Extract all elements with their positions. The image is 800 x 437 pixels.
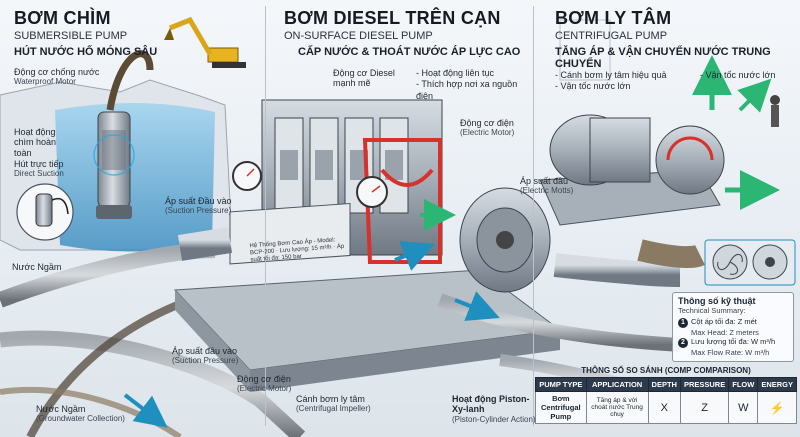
center-subtitle: ON-SURFACE DIESEL PUMP: [284, 30, 433, 42]
comparison-header-row: PUMP TYPE APPLICATION DEPTH PRESSURE FLO…: [535, 377, 797, 392]
impeller-en: (Centrifugal Impeller): [296, 404, 371, 414]
water-pit: [55, 102, 215, 252]
direct-suction-label: Hút trực tiếp Direct Suction: [14, 159, 94, 179]
section-divider: [533, 6, 534, 426]
left-lead: HÚT NƯỚC HỐ MÓNG SÂU: [14, 46, 158, 58]
right-motor-en: (Electric Motts): [520, 186, 574, 196]
diesel-bullet-2: - Thích hợp nơi xa nguồn điện: [416, 79, 518, 101]
left-subtitle: SUBMERSIBLE PUMP: [14, 30, 128, 42]
cell-flow: W: [728, 391, 759, 424]
pressure-gauge-icon: [232, 161, 388, 208]
diesel-engine-label: Động cơ Diesel mạnh mẽ: [333, 68, 395, 89]
col-pump-type: PUMP TYPE: [535, 377, 587, 392]
submersible-pump-icon: [93, 50, 154, 219]
groundwater-label-left: Nước Ngầm: [12, 262, 62, 272]
direct-suction-en: Direct Suction: [14, 169, 64, 179]
electric-motor-top-vi: Động cơ điện: [460, 118, 514, 128]
suction-bot-vi: Áp suất đầu vào: [172, 346, 238, 356]
waterproof-motor-vi: Động cơ chống nước: [14, 67, 100, 77]
center-title: BƠM DIESEL TRÊN CẠN: [284, 8, 501, 28]
tech-title: Thông số kỹ thuật: [678, 296, 756, 306]
suction-pressure-label-bottom: Áp suất đầu vào (Suction Pressure): [172, 346, 264, 366]
table-row: Bơm Centrifugal Pump Tăng áp & vời choát…: [535, 391, 797, 424]
energy-icon: ⚡: [757, 391, 797, 424]
waterproof-motor-en: Waterproof Motor: [14, 77, 76, 87]
suction-top-en: (Suction Pressure): [165, 206, 232, 216]
tech-item-2-vi: Lưu lượng tối đa: W m³/h: [691, 337, 776, 346]
cell-pressure: Z: [679, 391, 730, 424]
excavator-icon: [164, 16, 246, 68]
electric-motor-top-en: (Electric Motor): [460, 128, 515, 138]
groundwater-label-bottom: Nước Ngầm (Groundwater Collection): [36, 404, 136, 424]
cell-pump-type: Bơm Centrifugal Pump: [535, 391, 587, 424]
tech-title-en: Technical Summary:: [678, 306, 746, 315]
tech-item-2-en: Max Flow Rate: W m³/h: [691, 348, 770, 357]
submerged-label: Hoạt động chìm hoàn toàn: [14, 127, 57, 158]
electric-motor-label-bottom: Động cơ điện (Electric Motor): [237, 374, 317, 394]
cell-depth: X: [647, 391, 681, 424]
worker-icon: [770, 95, 780, 127]
centrifugal-bullet-1: - Cánh bơm ly tâm hiệu quả: [555, 70, 667, 80]
section-divider: [265, 6, 266, 426]
comparison-title: THÔNG SỐ SO SÁNH (COMP COMPARISON): [581, 366, 751, 375]
impeller-icon: [712, 244, 788, 280]
col-flow: FLOW: [728, 377, 759, 392]
right-title: BƠM LY TÂM: [555, 8, 672, 28]
right-subtitle: CENTRIFUGAL PUMP: [555, 30, 668, 42]
tech-item-2-number: 2: [678, 338, 688, 348]
center-lead: CẤP NƯỚC & THOÁT NƯỚC ÁP LỰC CAO: [298, 46, 521, 58]
right-lead: TĂNG ÁP & VẬN CHUYỂN NƯỚC TRUNG CHUYỂN: [555, 46, 771, 70]
right-motor-label: Áp suất đầu (Electric Motts): [520, 176, 600, 196]
electric-motor-bot-vi: Động cơ điện: [237, 374, 291, 384]
piston-vi: Hoạt động Piston-Xy-lanh: [452, 394, 530, 415]
electric-motor-bot-en: (Electric Motor): [237, 384, 292, 394]
direct-suction-vi: Hút trực tiếp: [14, 159, 64, 169]
waterproof-motor-label: Động cơ chống nước Waterproof Motor: [14, 67, 114, 87]
centrifugal-bullet-right: - Vận tốc nước lớn: [700, 70, 776, 80]
comparison-panel: THÔNG SỐ SO SÁNH (COMP COMPARISON) PUMP …: [535, 366, 797, 424]
centrifugal-volute: [655, 125, 725, 195]
piston-label: Hoạt động Piston-Xy-lanh (Piston-Cylinde…: [452, 394, 536, 424]
diesel-bullets: - Hoạt động liên tục - Thích hợp nơi xa …: [416, 68, 528, 102]
impeller-vi: Cánh bơm ly tâm: [296, 394, 365, 404]
suction-bot-en: (Suction Pressure): [172, 356, 239, 366]
cell-application: Tăng áp & vời choát nước Trung chuy: [585, 391, 649, 424]
suction-pressure-label-top: Áp suất Đầu vào (Suction Pressure): [165, 196, 257, 216]
groundwater-vi: Nước Ngầm: [36, 404, 86, 414]
electric-motor-label-top: Động cơ điện (Electric Motor): [460, 118, 530, 138]
groundwater-en: (Groundwater Collection): [36, 414, 125, 424]
col-depth: DEPTH: [647, 377, 681, 392]
centrifugal-bullets-left: - Cánh bơm ly tâm hiệu quả - Vận tốc nướ…: [555, 70, 685, 93]
impeller-label: Cánh bơm ly tâm (Centrifugal Impeller): [296, 394, 386, 414]
col-pressure: PRESSURE: [679, 377, 730, 392]
tech-item-1-number: 1: [678, 318, 688, 328]
col-application: APPLICATION: [585, 377, 649, 392]
col-energy: ENERGY: [757, 377, 797, 392]
tech-item-1-en: Max Head: Z meters: [691, 328, 759, 337]
piston-en: (Piston-Cylinder Action): [452, 414, 536, 424]
centrifugal-bullet-2: - Vận tốc nước lớn: [555, 81, 631, 92]
comparison-table: PUMP TYPE APPLICATION DEPTH PRESSURE FLO…: [535, 377, 797, 424]
right-motor-vi: Áp suất đầu: [520, 176, 569, 186]
tech-item-1-vi: Cột áp tối đa: Z mét: [691, 317, 757, 326]
suction-top-vi: Áp suất Đầu vào: [165, 196, 232, 206]
diesel-bullet-1: - Hoạt động liên tục: [416, 68, 495, 78]
left-title: BƠM CHÌM: [14, 8, 111, 28]
